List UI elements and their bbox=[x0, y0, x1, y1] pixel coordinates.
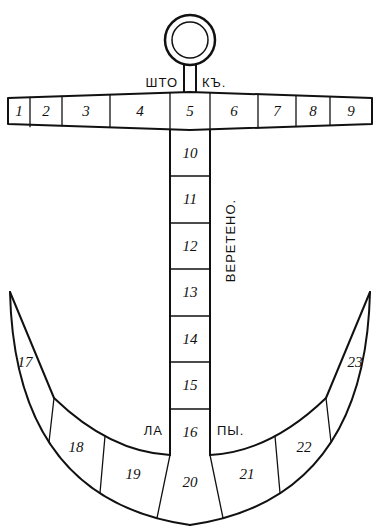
callout-number: 13 bbox=[183, 285, 198, 300]
ring-stem bbox=[184, 64, 196, 92]
callout-number: 22 bbox=[297, 440, 312, 455]
part-name: ПЫ. bbox=[217, 424, 244, 437]
left-arm-outer bbox=[10, 292, 190, 525]
part-name: ЛА bbox=[144, 424, 163, 437]
callout-number: 8 bbox=[309, 104, 317, 119]
callout-number: 14 bbox=[183, 332, 198, 347]
right-arm-inner bbox=[210, 398, 326, 455]
anchor-ring bbox=[165, 15, 215, 65]
callout-number: 18 bbox=[69, 440, 84, 455]
callout-number: 3 bbox=[82, 104, 90, 119]
part-name: ВЕРЕТЕНО. bbox=[224, 198, 237, 281]
callout-number: 15 bbox=[183, 378, 198, 393]
part-name: КЪ. bbox=[202, 76, 226, 89]
callout-number: 16 bbox=[183, 425, 198, 440]
callout-number: 21 bbox=[240, 467, 255, 482]
left-fluke-edge bbox=[10, 292, 54, 398]
callout-number: 17 bbox=[18, 355, 33, 370]
callout-number: 6 bbox=[230, 104, 238, 119]
callout-number: 20 bbox=[183, 475, 198, 490]
callout-number: 12 bbox=[183, 239, 198, 254]
callout-number: 19 bbox=[126, 467, 141, 482]
arm-dividers bbox=[49, 398, 331, 518]
anchor-ring-inner bbox=[172, 22, 208, 58]
callout-number: 23 bbox=[348, 355, 363, 370]
callout-number: 7 bbox=[273, 104, 281, 119]
anchor-shank bbox=[170, 130, 210, 455]
part-name: ШТО bbox=[146, 76, 178, 89]
right-fluke-edge bbox=[326, 292, 370, 398]
anchor-stock bbox=[8, 92, 372, 130]
left-arm-inner bbox=[54, 398, 170, 455]
callout-number: 10 bbox=[183, 146, 198, 161]
callout-number: 2 bbox=[42, 104, 50, 119]
callout-number: 11 bbox=[183, 192, 197, 207]
shank-dividers bbox=[170, 176, 210, 409]
callout-number: 5 bbox=[186, 104, 194, 119]
stock-dividers bbox=[30, 93, 330, 130]
right-arm-outer bbox=[190, 292, 370, 525]
callout-number: 9 bbox=[347, 104, 355, 119]
callout-number: 1 bbox=[15, 104, 23, 119]
callout-number: 4 bbox=[136, 104, 144, 119]
